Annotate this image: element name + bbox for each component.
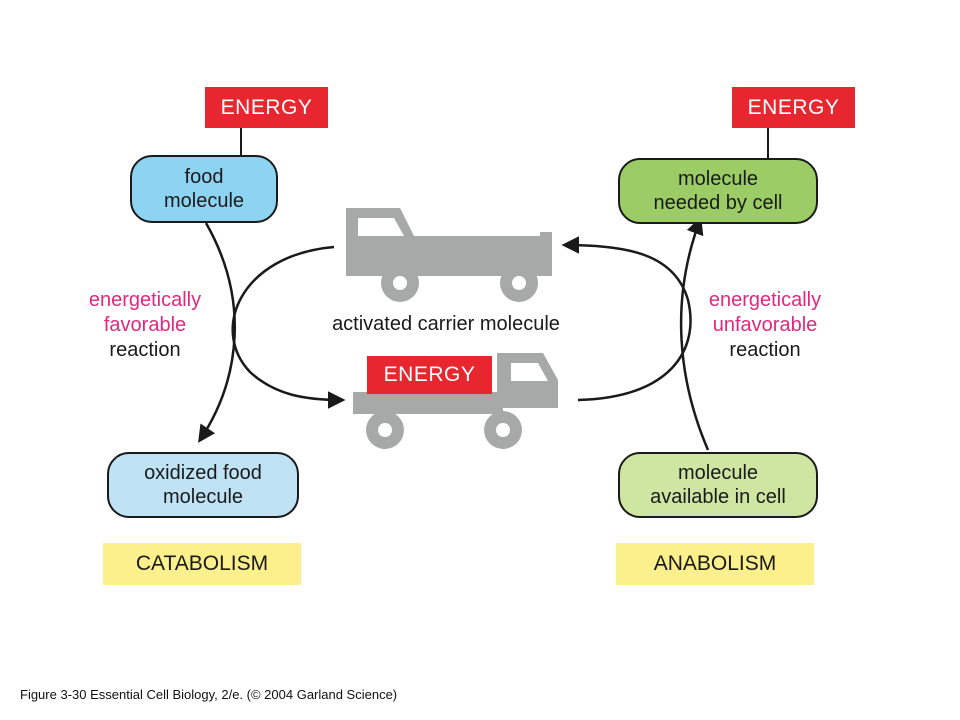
molecule-needed-box: molecule needed by cell [618,158,818,224]
anabolism-label: ANABOLISM [616,543,814,585]
food-molecule-line1: food [184,166,224,188]
figure-caption: Figure 3-30 Essential Cell Biology, 2/e.… [20,687,398,702]
food-molecule-line2: molecule [163,190,245,212]
favorable-reaction-label: energetically favorable reaction [60,288,230,363]
favorable-line2: favorable [103,314,187,336]
molecule-available-box: molecule available in cell [618,452,818,518]
needed-line1: molecule [677,168,759,190]
oxidized-line1: oxidized food [144,462,262,484]
unfavorable-line2: unfavorable [712,314,818,336]
catabolism-label: CATABOLISM [103,543,301,585]
carrier-uptake-arrow [231,245,346,409]
favorable-reaction-word: reaction [109,339,181,361]
right-energy-label: ENERGY [732,87,855,128]
oxidized-line2: molecule [162,486,244,508]
unfavorable-reaction-label: energetically unfavorable reaction [680,288,850,363]
carrier-release-arrow [561,236,692,402]
needed-line2: needed by cell [653,192,783,214]
unfavorable-reaction-word: reaction [729,339,801,361]
unfavorable-line1: energetically [708,289,822,311]
available-line1: molecule [677,462,759,484]
available-line2: available in cell [650,486,786,508]
left-energy-label: ENERGY [205,87,328,128]
food-molecule-box: food molecule [130,155,278,223]
favorable-line1: energetically [88,289,202,311]
activated-carrier-label: activated carrier molecule [332,313,560,335]
oxidized-food-molecule-box: oxidized food molecule [107,452,299,518]
truck-energy-cargo: ENERGY [367,356,492,394]
anabolism-arrow [679,216,710,451]
